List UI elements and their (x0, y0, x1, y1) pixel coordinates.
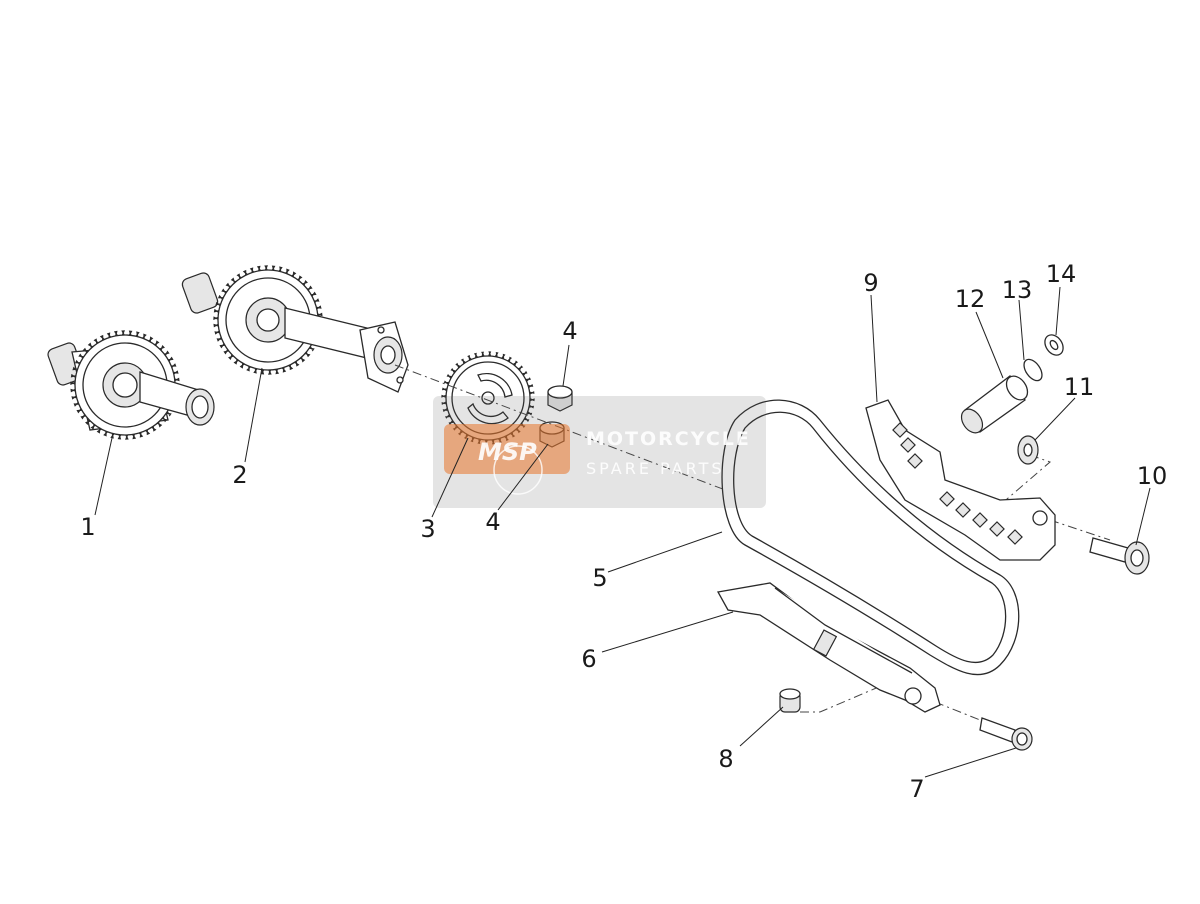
callout-8: 8 (718, 745, 733, 773)
watermark: MSP MOTORCYCLE SPARE PARTS (433, 396, 766, 508)
callout-7: 7 (909, 775, 924, 803)
callout-4b: 4 (485, 508, 500, 536)
callout-14: 14 (1046, 260, 1077, 288)
part-12-plunger (960, 375, 1029, 434)
callout-10: 10 (1137, 462, 1168, 490)
tensioner-pads (892, 422, 1023, 545)
part-13-o-ring (1023, 358, 1043, 382)
callout-13: 13 (1002, 276, 1033, 304)
callout-6: 6 (581, 645, 596, 673)
part-4-screw-upper (547, 385, 573, 412)
part-8-bushing (779, 688, 801, 713)
part-2-camshaft (181, 265, 409, 393)
globe-icon (493, 445, 543, 495)
part-9-tensioner-shoe (865, 399, 1056, 561)
callouts: 1 2 3 4 4 5 6 7 8 9 10 11 12 13 14 (80, 260, 1167, 803)
part-1-camshaft (47, 330, 215, 440)
leader-lines (94, 286, 1151, 778)
watermark-subtitle: SPARE PARTS (586, 459, 725, 478)
callout-11: 11 (1064, 373, 1095, 401)
part-6-chain-guide (716, 582, 941, 713)
callout-2: 2 (232, 461, 247, 489)
callout-1: 1 (80, 513, 95, 541)
watermark-logo: MSP (478, 438, 537, 466)
part-7-bolt (979, 717, 1033, 751)
part-5-timing-chain (721, 399, 1020, 676)
callout-12: 12 (955, 285, 986, 313)
watermark-title: MOTORCYCLE (586, 428, 751, 450)
callout-5: 5 (592, 564, 607, 592)
callout-3: 3 (420, 515, 435, 543)
callout-4a: 4 (562, 317, 577, 345)
callout-9: 9 (863, 269, 878, 297)
part-14-washer (1044, 334, 1064, 356)
part-11-washer (1017, 435, 1039, 465)
part-10-bolt (1089, 537, 1150, 575)
